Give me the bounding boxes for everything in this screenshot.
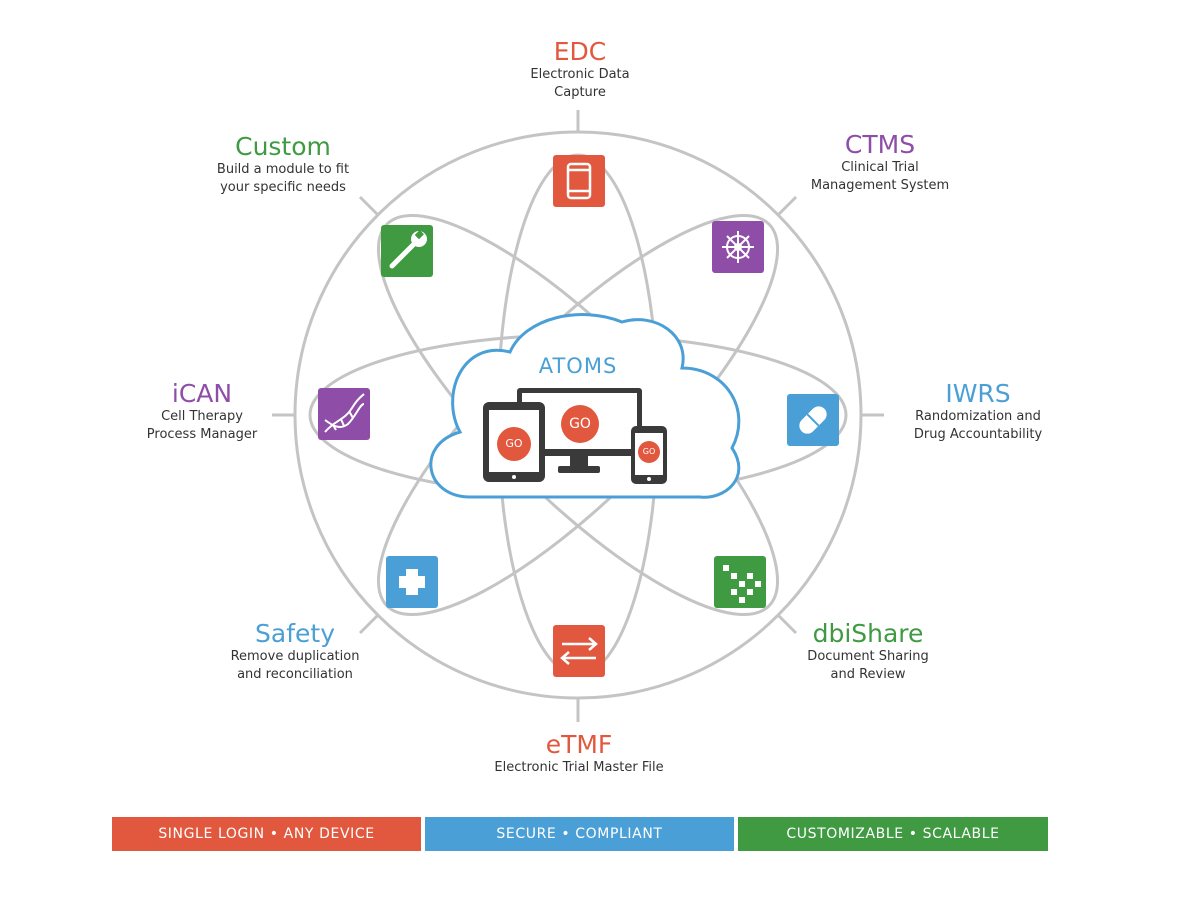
safety-icon-tile[interactable] — [386, 556, 438, 608]
dbishare-icon-tile[interactable] — [714, 556, 766, 608]
mobile-phone-icon — [566, 162, 592, 200]
module-title: EDC — [553, 37, 607, 66]
etmf-icon-tile[interactable] — [553, 625, 605, 677]
module-edc[interactable]: EDC Electronic Data Capture — [530, 38, 629, 102]
module-description: Document Sharing — [807, 649, 929, 664]
module-description: Process Manager — [146, 427, 258, 442]
wrench-icon — [389, 230, 427, 269]
ctms-icon-tile[interactable] — [712, 221, 764, 273]
module-title: eTMF — [545, 730, 613, 759]
module-description: Capture — [554, 85, 606, 100]
plus-cross-icon — [399, 569, 425, 595]
module-description: Management System — [810, 178, 950, 193]
module-title: Custom — [235, 132, 331, 161]
module-description: Randomization and — [915, 409, 1041, 424]
module-ctms[interactable]: CTMS Clinical Trial Management System — [811, 131, 949, 195]
go-button-tablet[interactable]: GO — [497, 427, 531, 461]
atoms-title: ATOMS — [538, 354, 618, 378]
module-description: Build a module to fit — [216, 162, 350, 177]
module-safety[interactable]: Safety Remove duplication and reconcilia… — [231, 620, 360, 684]
module-title: CTMS — [844, 130, 916, 159]
module-custom[interactable]: Custom Build a module to fit your specif… — [217, 133, 349, 197]
ican-icon-tile[interactable] — [318, 388, 370, 440]
module-description: Cell Therapy — [161, 409, 243, 424]
module-title: IWRS — [945, 379, 1011, 408]
module-description: and Review — [830, 667, 906, 682]
module-description: and reconciliation — [237, 667, 353, 682]
edc-icon-tile[interactable] — [553, 155, 605, 207]
go-button-monitor[interactable]: GO — [561, 405, 599, 443]
iwrs-icon-tile[interactable] — [787, 394, 839, 446]
module-title: iCAN — [171, 379, 233, 408]
module-title: dbiShare — [812, 619, 924, 648]
ring-ticks — [272, 110, 884, 722]
module-description: Electronic Trial Master File — [494, 760, 664, 775]
module-etmf[interactable]: eTMF Electronic Trial Master File — [494, 731, 663, 777]
band-secure-compliant: SECURE • COMPLIANT — [425, 817, 734, 851]
custom-icon-tile[interactable] — [381, 225, 433, 277]
module-iwrs[interactable]: IWRS Randomization and Drug Accountabili… — [914, 380, 1042, 444]
ship-wheel-icon — [722, 231, 754, 263]
module-description: Clinical Trial — [841, 160, 919, 175]
module-description: Electronic Data — [530, 67, 630, 82]
module-dbishare[interactable]: dbiShare Document Sharing and Review — [807, 620, 928, 684]
module-description: Remove duplication — [230, 649, 360, 664]
module-title: Safety — [255, 619, 335, 648]
pill-icon — [799, 406, 827, 434]
module-ican[interactable]: iCAN Cell Therapy Process Manager — [147, 380, 257, 444]
band-single-login: SINGLE LOGIN • ANY DEVICE — [112, 817, 421, 851]
band-customizable-scalable: CUSTOMIZABLE • SCALABLE — [738, 817, 1048, 851]
dna-icon — [324, 393, 365, 433]
module-description: Drug Accountability — [913, 427, 1043, 442]
grid-pixels-icon — [723, 565, 761, 603]
exchange-arrows-icon — [560, 637, 598, 665]
module-description: your specific needs — [220, 180, 346, 195]
go-button-phone[interactable]: GO — [638, 441, 660, 463]
